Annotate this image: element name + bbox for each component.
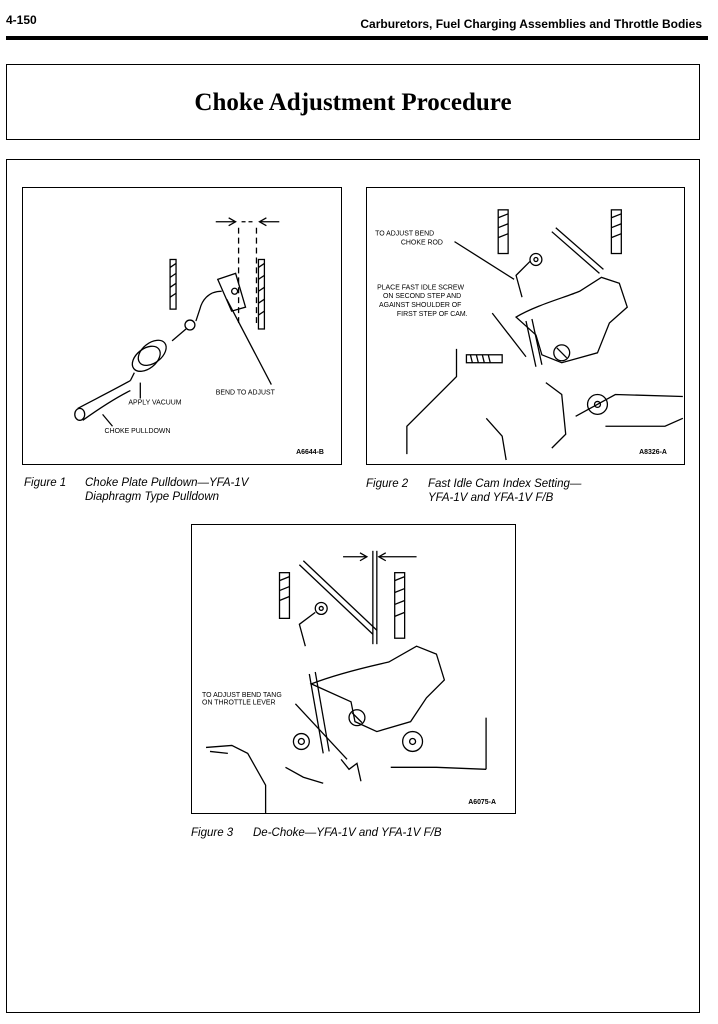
figure-1-caption-line2: Diaphragm Type Pulldown xyxy=(85,491,220,503)
figure-2-label-2: CHOKE ROD xyxy=(401,240,443,247)
figure-3-caption-line1: De-Choke—YFA-1V and YFA-1V F/B xyxy=(253,827,442,839)
figure-2-label-5: AGAINST SHOULDER OF xyxy=(379,302,461,309)
figure-1-code: A6644-B xyxy=(296,449,324,456)
figure-2-code: A8326-A xyxy=(639,449,667,456)
figure-2-label-3: PLACE FAST IDLE SCREW xyxy=(377,284,464,291)
figure-1-label-choke-pulldown: CHOKE PULLDOWN xyxy=(105,428,171,435)
running-header: Carburetors, Fuel Charging Assemblies an… xyxy=(360,17,702,31)
figure-2-label-4: ON SECOND STEP AND xyxy=(383,293,461,300)
figure-3-code: A6075-A xyxy=(468,799,496,806)
figure-2-drawing: TO ADJUST BEND CHOKE ROD PLACE FAST IDLE… xyxy=(375,209,684,461)
figure-1-label-apply-vacuum: APPLY VACUUM xyxy=(128,399,181,406)
figure-1-caption: Figure 1 Choke Plate Pulldown—YFA-1V Dia… xyxy=(24,476,344,506)
figure-2-label-1: TO ADJUST BEND xyxy=(375,231,434,238)
figure-2-caption: Figure 2 Fast Idle Cam Index Setting— YF… xyxy=(366,477,696,507)
figure-1-illustration: BEND TO ADJUST APPLY VACUUM CHOKE PULLDO… xyxy=(22,187,342,465)
figure-2-caption-line1: Fast Idle Cam Index Setting— xyxy=(428,478,582,490)
figure-3-label-1: TO ADJUST BEND TANG xyxy=(202,692,282,699)
header-rule xyxy=(6,36,708,40)
figure-2-number: Figure 2 xyxy=(366,478,409,490)
section-title: Choke Adjustment Procedure xyxy=(194,89,512,116)
figure-2-label-6: FIRST STEP OF CAM. xyxy=(397,311,468,318)
figure-1-drawing: BEND TO ADJUST APPLY VACUUM CHOKE PULLDO… xyxy=(74,217,324,456)
figure-3-drawing: TO ADJUST BEND TANG ON THROTTLE LEVER A6… xyxy=(202,550,496,813)
figure-1-label-bend-to-adjust: BEND TO ADJUST xyxy=(216,390,276,397)
figure-3-label-2: ON THROTTLE LEVER xyxy=(202,700,276,707)
figure-3-caption: Figure 3 De-Choke—YFA-1V and YFA-1V F/B xyxy=(191,826,521,842)
title-box: Choke Adjustment Procedure xyxy=(6,64,700,140)
figure-1-caption-line1: Choke Plate Pulldown—YFA-1V xyxy=(85,477,249,489)
figure-3-number: Figure 3 xyxy=(191,827,234,839)
figure-3-illustration: TO ADJUST BEND TANG ON THROTTLE LEVER A6… xyxy=(191,524,516,814)
figure-2-illustration: TO ADJUST BEND CHOKE ROD PLACE FAST IDLE… xyxy=(366,187,685,465)
page-number: 4-150 xyxy=(6,13,37,27)
figure-2-caption-line2: YFA-1V and YFA-1V F/B xyxy=(428,492,554,504)
figure-1-number: Figure 1 xyxy=(24,477,67,489)
content-box xyxy=(6,159,700,1013)
